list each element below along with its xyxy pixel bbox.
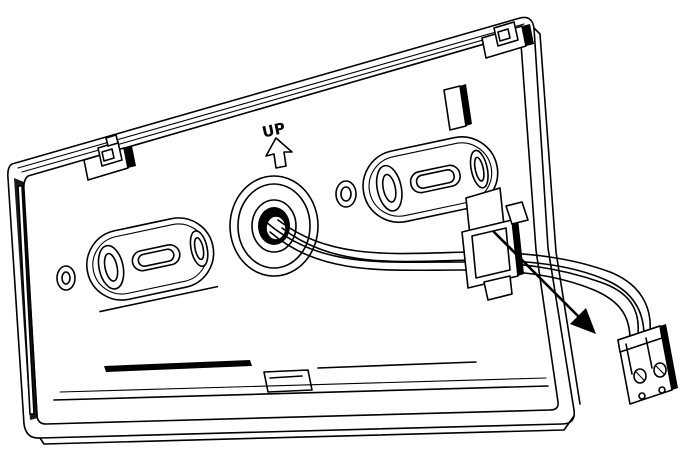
slot-rib <box>443 84 472 131</box>
right-mounting-slots <box>362 136 499 223</box>
bottom-tab <box>104 360 477 393</box>
up-arrow-icon <box>265 137 293 169</box>
left-screw-hole <box>56 265 76 291</box>
wire-grommet <box>229 175 319 277</box>
up-label: UP <box>261 119 287 141</box>
up-indicator: UP <box>261 119 293 169</box>
left-top-clip <box>83 134 136 181</box>
terminal-bracket <box>461 187 529 301</box>
wire-connector <box>617 324 678 405</box>
left-mounting-slots <box>86 217 219 313</box>
right-top-clip <box>481 21 534 59</box>
diagonal-arrow-icon <box>492 230 596 334</box>
center-screw-hole <box>335 180 357 208</box>
